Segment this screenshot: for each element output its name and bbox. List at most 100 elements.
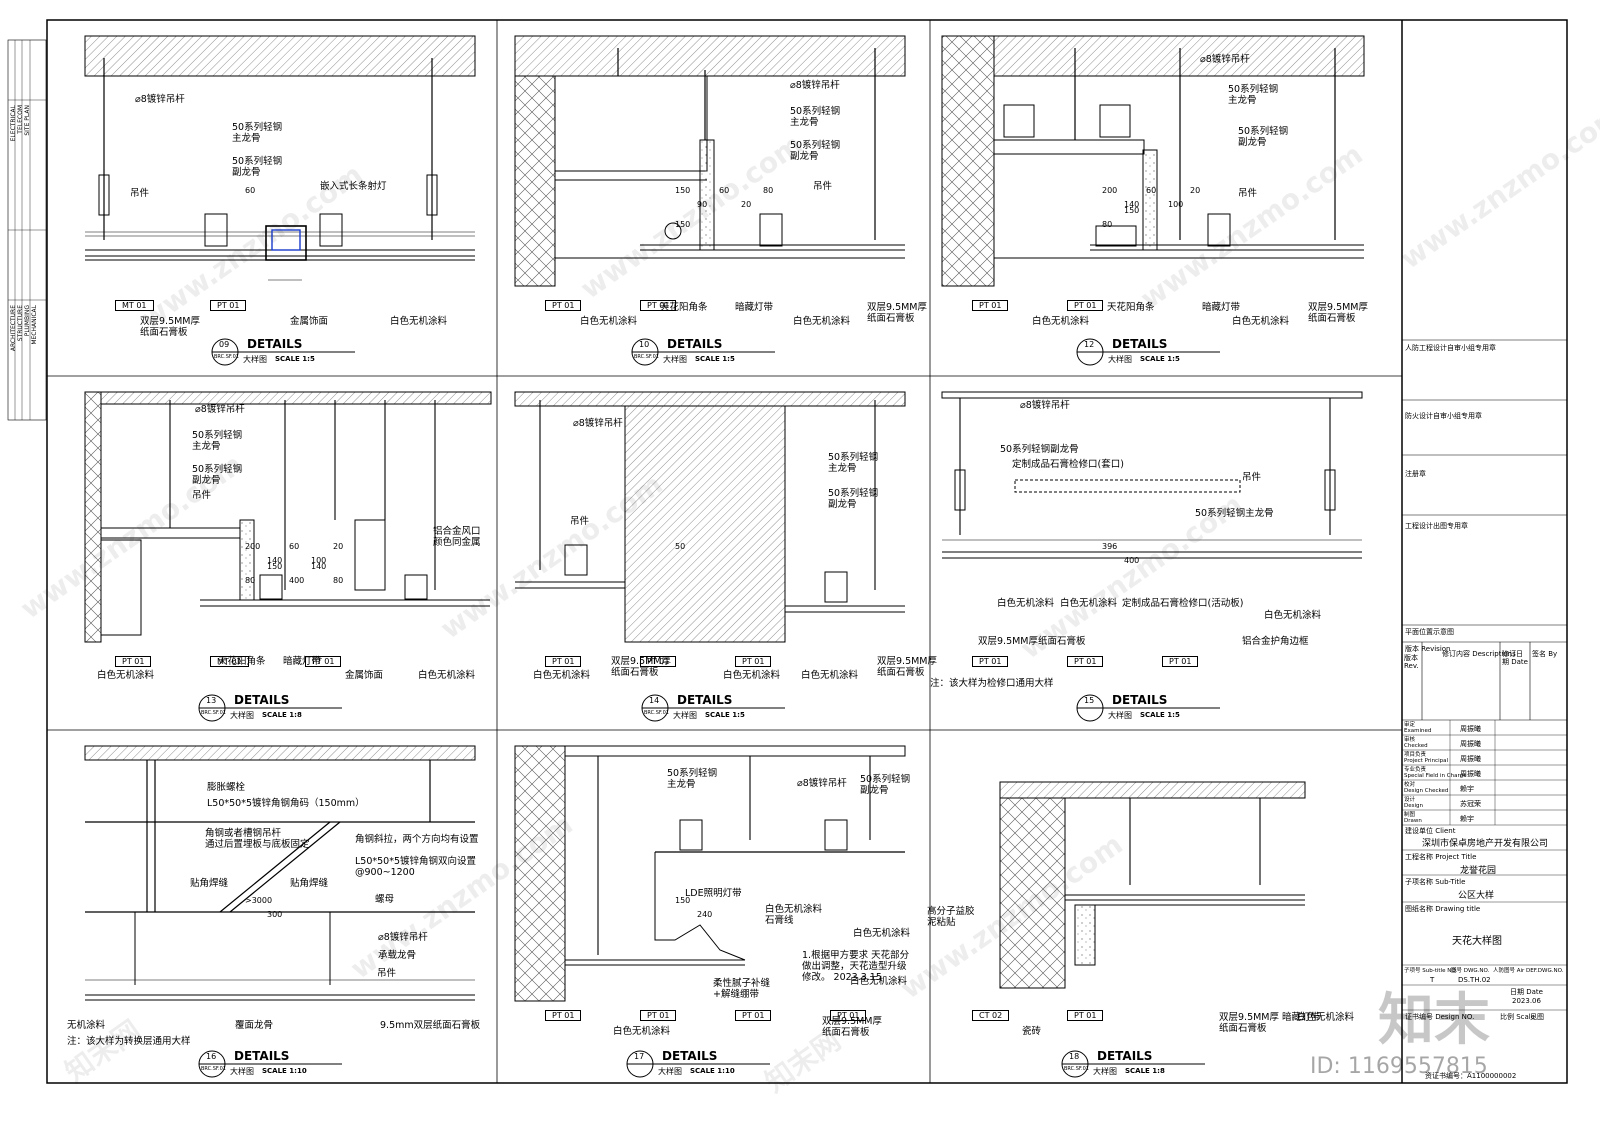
- detail-13-dimension: 80: [245, 576, 256, 585]
- detail-12-scale: SCALE 1:5: [1140, 355, 1180, 363]
- detail-12-dimension: 150: [1124, 206, 1140, 215]
- detail-16-label: 9.5mm双层纸面石膏板: [380, 1020, 481, 1031]
- project-label: 工程名称 Project Title: [1405, 853, 1477, 861]
- revision-desc-header: 修订内容 Descriptions: [1442, 650, 1516, 658]
- detail-17-label: 白色无机涂料: [853, 928, 911, 939]
- detail-13-dimension: 200: [245, 542, 261, 551]
- design-no-label: 证书编号 Design NO.: [1405, 1013, 1475, 1021]
- detail-18-subtitle: 大样图: [1093, 1067, 1117, 1076]
- detail-09-number: 09: [219, 340, 230, 349]
- detail-18-material-tag: CT 02: [972, 1010, 1010, 1021]
- detail-15-label: 白色无机涂料: [1264, 610, 1322, 621]
- detail-16-subtitle: 大样图: [230, 1067, 254, 1076]
- detail-12-dimension: 20: [1190, 186, 1201, 195]
- detail-15-scale: SCALE 1:5: [1140, 711, 1180, 719]
- role-title: 设计 Design: [1404, 797, 1423, 809]
- detail-12-label: 双层9.5MM厚 纸面石膏板: [1308, 302, 1369, 324]
- detail-09-label: ⌀8镀锌吊杆: [135, 94, 185, 105]
- role-title: 校对 Design Checked: [1404, 782, 1449, 794]
- detail-13-dimension: 150: [267, 562, 283, 571]
- detail-12-dimension: 200: [1102, 186, 1118, 195]
- detail-15-label: 铝合金护角边框: [1242, 636, 1309, 647]
- detail-10-drawing: [514, 35, 906, 287]
- detail-13-label: 暗藏灯带: [283, 656, 322, 667]
- detail-09-label: 50系列轻钢 主龙骨: [232, 122, 283, 144]
- detail-13-material-tag: PT 01: [305, 656, 342, 667]
- detail-17-label: 1.根据甲方要求 天花部分 做出调整，天花造型升级 修改。 2023.3.15: [802, 950, 910, 983]
- detail-10-dimension: 80: [763, 186, 774, 195]
- detail-10-material-tag: PT 01: [545, 300, 582, 311]
- subtitle-label: 子项名称 Sub-Title: [1405, 878, 1466, 886]
- client-label: 建设单位 Client: [1405, 827, 1456, 835]
- detail-14-material-tag: PT 01: [545, 656, 582, 667]
- role-name: 周振曦: [1460, 770, 1481, 778]
- detail-12-material-tag: PT 01: [972, 300, 1009, 311]
- detail-09-scale: SCALE 1:5: [275, 355, 315, 363]
- detail-15-number: 15: [1084, 696, 1095, 705]
- detail-13-label: 白色无机涂料: [97, 670, 155, 681]
- detail-18-label: 双层9.5MM厚 纸面石膏板: [1219, 1012, 1280, 1034]
- detail-10-label: 吊件: [813, 181, 833, 192]
- detail-14-label: 白色无机涂料: [723, 670, 781, 681]
- revision-date-header: 修订日期 Date: [1502, 650, 1528, 666]
- detail-10-label: 白色无机涂料: [580, 316, 638, 327]
- detail-13-label: ⌀8镀锌吊杆: [195, 404, 245, 415]
- detail-10-dimension: 90: [697, 200, 708, 209]
- role-title: 项目负责 Project Principal: [1404, 752, 1449, 764]
- detail-17-material-tag: PT 01: [640, 1010, 677, 1021]
- detail-09-title: DETAILS: [247, 337, 303, 351]
- location-plan-label: 平面位置示意图: [1405, 628, 1454, 636]
- detail-16-label: 角钢或者槽钢吊杆 通过后置埋板与底板固定: [205, 828, 310, 850]
- detail-13-dimension: 20: [333, 542, 344, 551]
- detail-13-label: 吊件: [192, 490, 212, 501]
- detail-16-label: 吊件: [377, 968, 397, 979]
- detail-15-label: 定制成品石膏检修口(套口): [1012, 459, 1124, 470]
- detail-17-label: 50系列轻钢 副龙骨: [860, 774, 911, 796]
- detail-18-material-tag: PT 01: [1067, 1010, 1104, 1021]
- detail-16-label: 贴角焊缝: [290, 878, 329, 889]
- detail-16-label: 承载龙骨: [378, 950, 417, 961]
- detail-09-label: 双层9.5MM厚 纸面石膏板: [140, 316, 201, 338]
- detail-13-drawing: [84, 391, 492, 643]
- detail-18-number: 18: [1069, 1052, 1080, 1061]
- detail-17-label: 双层9.5MM厚 纸面石膏板: [822, 1016, 883, 1038]
- detail-16-label: 膨胀螺栓: [207, 782, 246, 793]
- detail-09-label: 嵌入式长条射灯: [320, 181, 387, 192]
- brand-logo: 知末: [1378, 988, 1490, 1053]
- role-name: 赖宇: [1460, 815, 1474, 823]
- role-title: 审定 Examined: [1404, 722, 1432, 734]
- detail-15-dimension: 400: [1124, 556, 1140, 565]
- detail-09-material-tag: MT 01: [115, 300, 154, 311]
- strip-architecture: ARCHITECTURE: [10, 305, 17, 352]
- detail-10-label: 暗藏灯带: [735, 302, 774, 313]
- detail-13-subtitle: 大样图: [230, 711, 254, 720]
- detail-17-dimension: 240: [697, 910, 713, 919]
- detail-12-title: DETAILS: [1112, 337, 1168, 351]
- detail-10-label: 白色无机涂料: [793, 316, 851, 327]
- detail-10-ref: BRC.SF.01: [634, 354, 659, 360]
- scale-value: 见图: [1530, 1013, 1544, 1021]
- detail-12-dimension: 100: [1168, 200, 1184, 209]
- strip-electrical: ELECTRICAL: [10, 105, 17, 142]
- detail-15-label: 50系列轻钢主龙骨: [1195, 508, 1274, 519]
- detail-14-label: ⌀8镀锌吊杆: [573, 418, 623, 429]
- detail-13-dimension: 400: [289, 576, 305, 585]
- role-title: 专业负责 Special Field in Charge: [1404, 767, 1467, 779]
- detail-14-material-tag: PT 01: [735, 656, 772, 667]
- client-name: 深圳市保卓房地产开发有限公司: [1422, 839, 1549, 849]
- detail-10-dimension: 20: [741, 200, 752, 209]
- role-title: 制图 Drawn: [1404, 812, 1422, 824]
- detail-18-ref: BRC.SF.01: [1064, 1066, 1089, 1072]
- detail-10-label: 50系列轻钢 副龙骨: [790, 140, 841, 162]
- detail-09-label: 白色无机涂料: [390, 316, 448, 327]
- subtitle-name: 公区大样: [1458, 891, 1495, 901]
- detail-16-label: ⌀8镀锌吊杆: [378, 932, 428, 943]
- detail-14-dimension: 50: [675, 542, 686, 551]
- project-name: 龙誉花园: [1460, 866, 1497, 876]
- role-title: 审核 Checked: [1404, 737, 1428, 749]
- detail-15-material-tag: PT 01: [972, 656, 1009, 667]
- detail-14-title: DETAILS: [677, 693, 733, 707]
- detail-12-label: 50系列轻钢 副龙骨: [1238, 126, 1289, 148]
- detail-10-label: ⌀8镀锌吊杆: [790, 80, 840, 91]
- detail-17-subtitle: 大样图: [658, 1067, 682, 1076]
